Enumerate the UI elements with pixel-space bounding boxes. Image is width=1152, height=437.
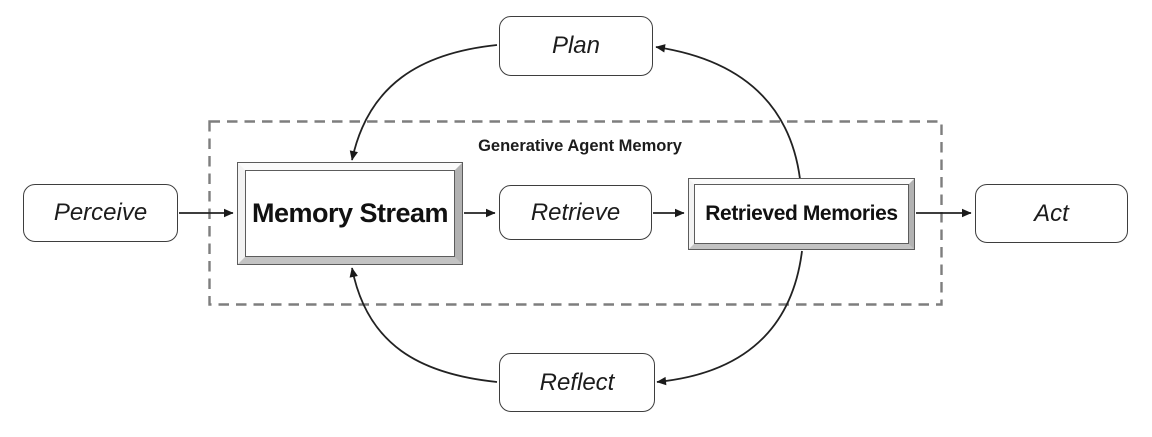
memory-stream-label: Memory Stream	[251, 198, 449, 228]
retrieved-memories-label: Retrieved Memories	[705, 202, 898, 225]
reflect-node: Reflect	[499, 353, 655, 412]
retrieve-label: Retrieve	[530, 198, 621, 226]
retrieve-node: Retrieve	[499, 185, 652, 240]
act-node: Act	[975, 184, 1128, 243]
memory-stream-node: Memory Stream	[237, 162, 463, 265]
retrieved-memories-bevel-frame: Retrieved Memories	[689, 179, 914, 249]
act-label: Act	[1034, 199, 1069, 227]
generative-agent-memory-label: Generative Agent Memory	[478, 137, 682, 155]
perceive-node: Perceive	[23, 184, 178, 242]
memory-stream-bevel-frame: Memory Stream	[238, 163, 462, 264]
plan-to-memory-arrow	[349, 44, 498, 161]
retrieved-memories-node: Retrieved Memories	[688, 178, 915, 250]
retrieved-to-plan-arrow	[655, 44, 801, 180]
perceive-label: Perceive	[53, 199, 148, 226]
plan-label: Plan	[551, 32, 601, 59]
retrieved-to-reflect-arrow	[656, 250, 803, 386]
plan-node: Plan	[499, 16, 653, 76]
reflect-to-memory-arrow	[349, 267, 498, 383]
reflect-label: Reflect	[539, 368, 615, 396]
